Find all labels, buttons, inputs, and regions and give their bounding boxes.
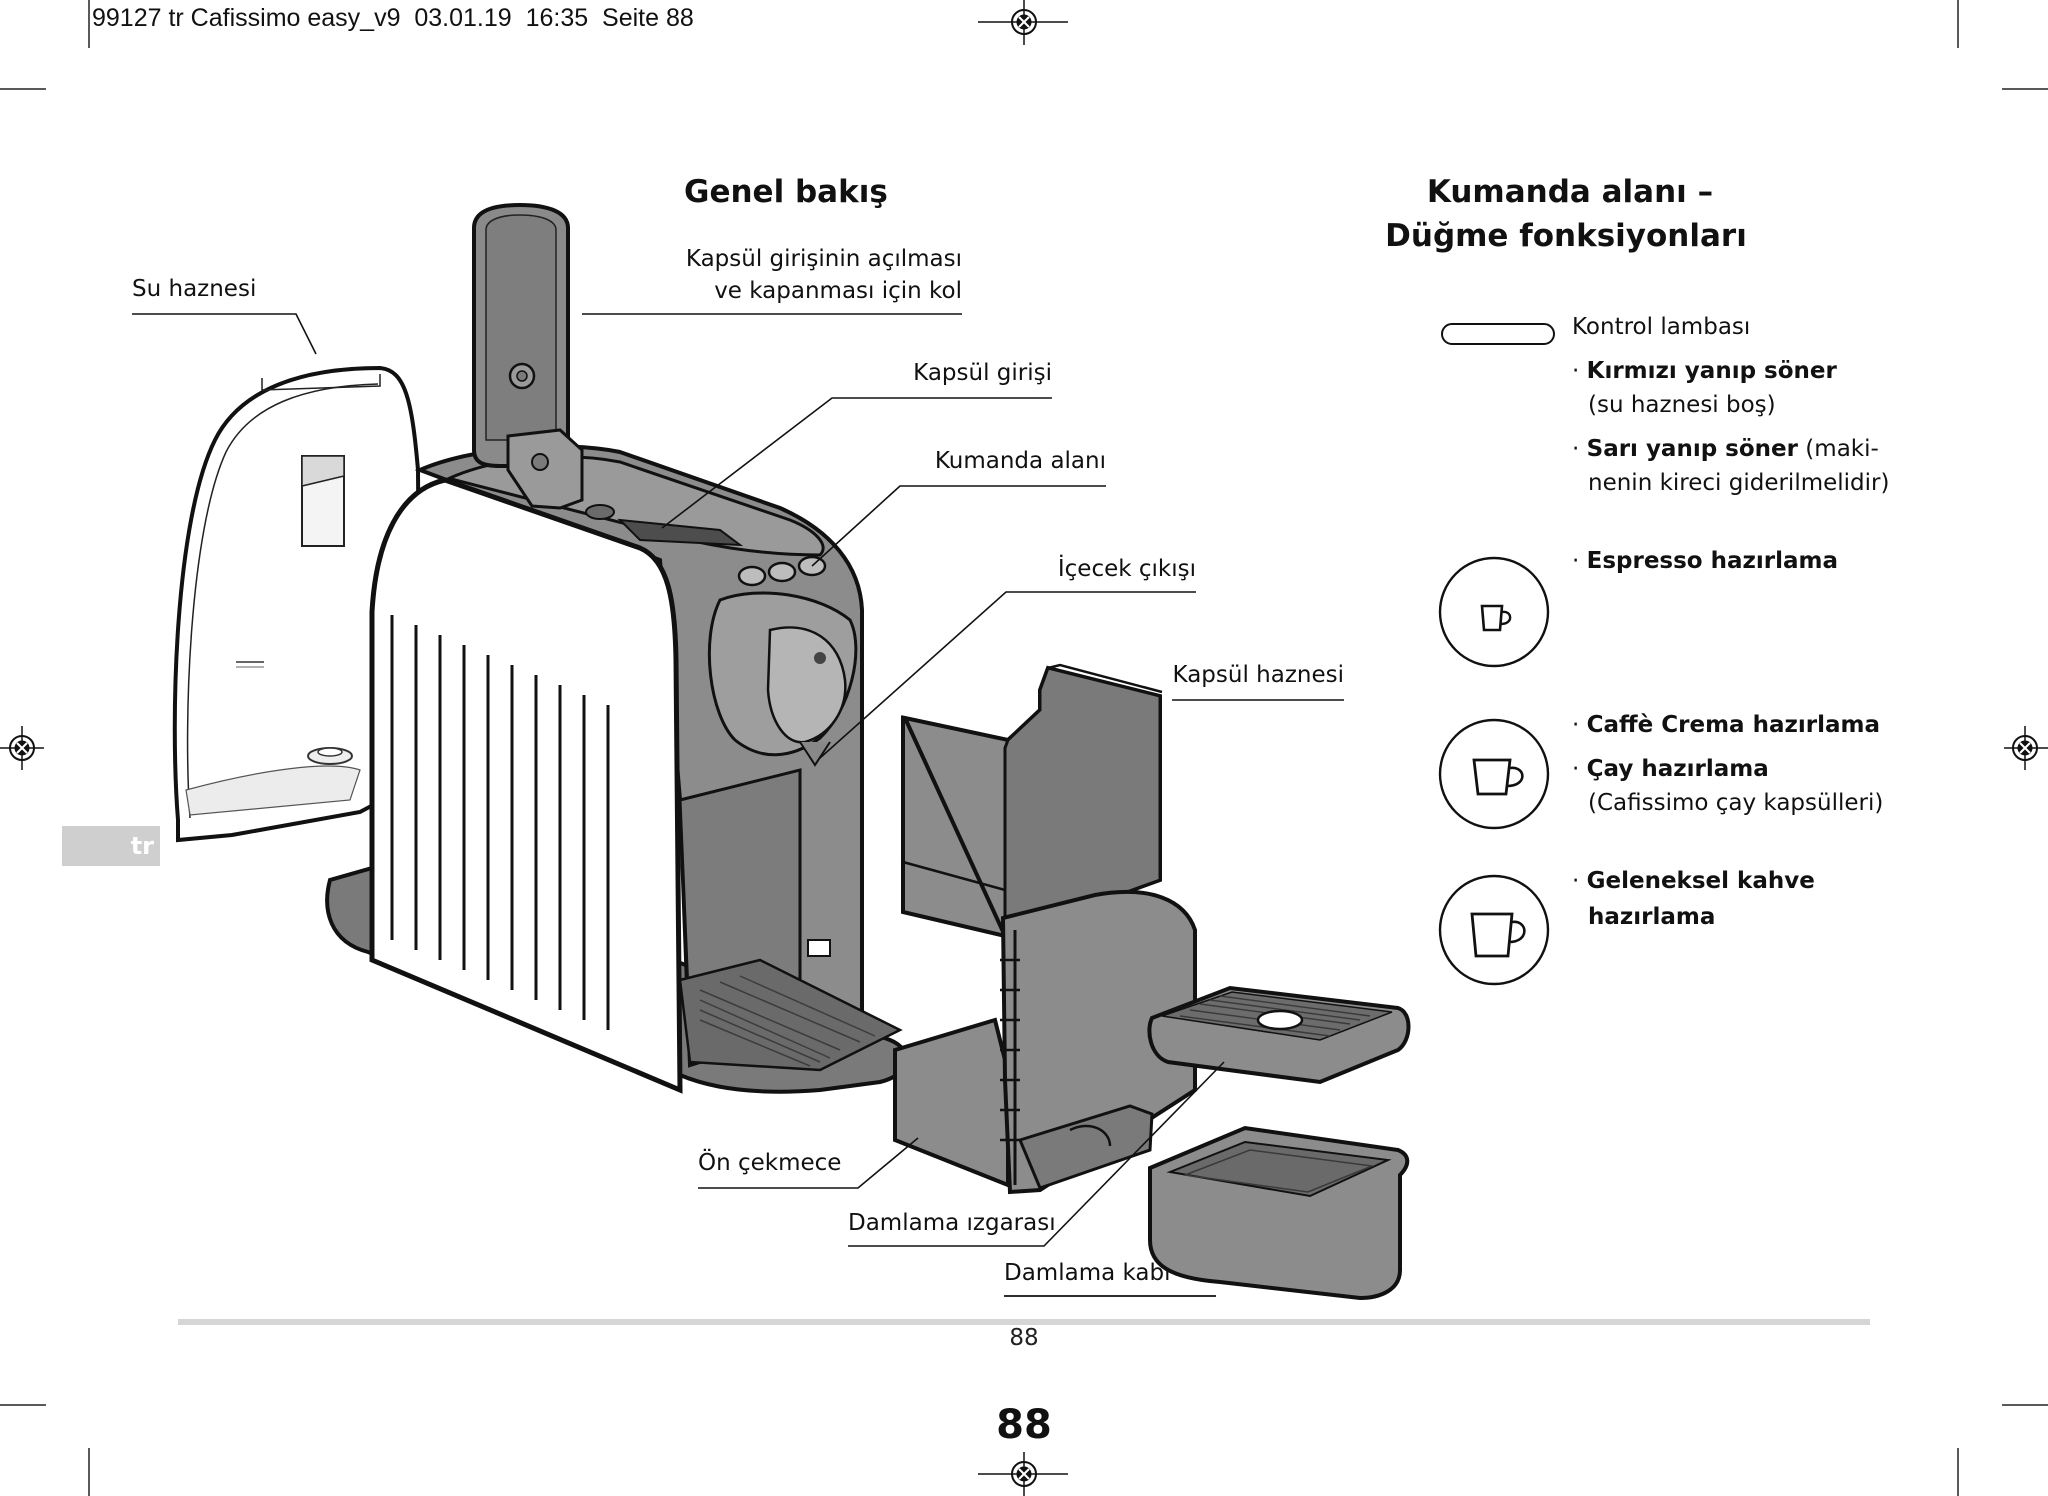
label-beverage-outlet: İçecek çıkışı — [1057, 556, 1196, 582]
button-classic-text-2-wrap: hazırlama — [1588, 900, 1715, 935]
leader-lines — [132, 313, 1344, 1297]
label-lever-line2: ve kapanması için kol — [714, 278, 962, 304]
indicator-title: Kontrol lambası — [1572, 314, 1751, 340]
drip-tray-drawing — [1148, 1125, 1410, 1301]
large-cup-icon — [1438, 874, 1550, 986]
label-capsule-inlet: Kapsül girişi — [913, 360, 1052, 386]
label-control-panel: Kumanda alanı — [934, 448, 1106, 474]
label-front-drawer: Ön çekmece — [698, 1150, 842, 1176]
controls-title-line1: Kumanda alanı – — [1426, 174, 1714, 210]
drip-grid-drawing — [1147, 985, 1411, 1085]
button-espresso-desc: · Espresso hazırlama — [1572, 544, 1838, 579]
label-lever-line1: Kapsül girişinin açılması — [685, 246, 962, 272]
indicator-yellow: · Sarı yanıp söner (maki- — [1572, 432, 1879, 467]
language-tab: tr — [62, 826, 160, 866]
button-classic-text-1: Geleneksel kahve — [1586, 868, 1815, 894]
indicator-lamp-icon — [1441, 323, 1555, 345]
indicator-red: · Kırmızı yanıp söner — [1572, 354, 1837, 389]
button-crema-text: Caffè Crema hazırlama — [1586, 712, 1880, 738]
label-capsule-container: Kapsül haznesi — [1172, 662, 1344, 688]
button-classic-text-2: hazırlama — [1588, 904, 1716, 930]
button-tea-text: Çay hazırlama — [1586, 756, 1769, 782]
label-drip-grid: Damlama ızgarası — [848, 1210, 1056, 1236]
registration-mark-top — [978, 0, 1068, 45]
machine-body-drawing — [369, 444, 903, 1094]
label-drip-tray: Damlama kabı — [1004, 1260, 1171, 1286]
bullet: · — [1572, 436, 1580, 462]
registration-mark-bottom — [978, 1452, 1068, 1496]
water-tank-drawing — [172, 365, 423, 843]
indicator-yellow-text: Sarı yanıp söner — [1586, 436, 1798, 462]
label-water-tank: Su haznesi — [132, 276, 257, 302]
button-crema-desc: · Caffè Crema hazırlama — [1572, 708, 1880, 743]
lever-drawing — [472, 202, 584, 510]
button-classic-desc: · Geleneksel kahve — [1572, 864, 1815, 899]
overview-title: Genel bakış — [684, 174, 888, 210]
capsule-container-drawing — [901, 663, 1163, 939]
indicator-red-text: Kırmızı yanıp söner — [1586, 358, 1837, 384]
registration-mark-left — [0, 726, 44, 770]
button-tea-note: (Cafissimo çay kapsülleri) — [1588, 790, 1884, 816]
bullet: · — [1572, 712, 1580, 738]
print-header: 99127 tr Cafissimo easy_v9 03.01.19 16:3… — [92, 4, 694, 32]
crema-cup-icon — [1438, 718, 1550, 830]
page-number-large: 88 — [996, 1402, 1052, 1448]
registration-mark-right — [2004, 726, 2048, 770]
indicator-red-note: (su haznesi boş) — [1588, 392, 1776, 418]
controls-title-line2: Düğme fonksiyonları — [1385, 218, 1747, 254]
bullet: · — [1572, 868, 1580, 894]
button-tea-desc: · Çay hazırlama — [1572, 752, 1769, 787]
espresso-cup-icon — [1438, 556, 1550, 668]
indicator-yellow-note-a: (maki- — [1798, 436, 1879, 462]
indicator-yellow-note-b: nenin kireci giderilmelidir) — [1588, 470, 1890, 496]
bullet: · — [1572, 548, 1580, 574]
bullet: · — [1572, 358, 1580, 384]
button-espresso-text: Espresso hazırlama — [1586, 548, 1839, 574]
page-number: 88 — [1009, 1325, 1039, 1351]
front-drawer-drawing — [893, 890, 1197, 1195]
bullet: · — [1572, 756, 1580, 782]
